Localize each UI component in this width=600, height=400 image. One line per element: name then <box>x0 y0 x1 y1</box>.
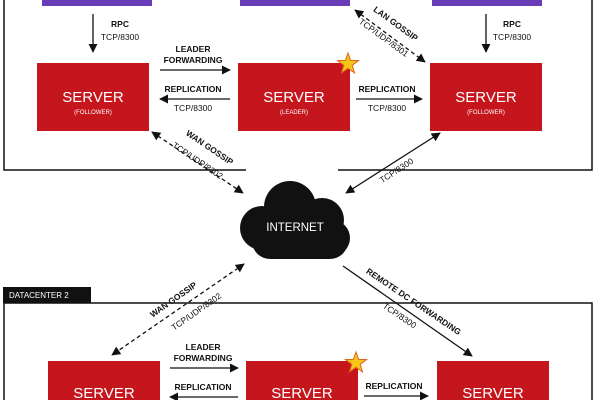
svg-text:(FOLLOWER): (FOLLOWER) <box>74 110 112 116</box>
leader-forwarding-label-top: LEADER <box>176 44 211 54</box>
datacenter-2-title: DATACENTER 2 <box>9 291 69 300</box>
replication-port-left: TCP/8300 <box>174 103 213 113</box>
client-box-center <box>240 0 350 6</box>
dc1-server-follower-right: SERVER (FOLLOWER) <box>430 63 542 131</box>
replication-label-left: REPLICATION <box>165 84 222 94</box>
leader-star-icon <box>336 51 360 75</box>
wan-gossip-arrow-dc2 <box>111 263 245 356</box>
wan-gossip-arrow-dc1 <box>151 131 244 194</box>
internet-cloud: INTERNET <box>240 181 350 259</box>
leader-forwarding-label-bottom: FORWARDING <box>164 55 223 65</box>
svg-text:SERVER: SERVER <box>271 385 333 400</box>
leader-star-icon-dc2 <box>344 350 368 374</box>
dc1-server-leader: SERVER (LEADER) <box>238 63 350 131</box>
dc2-leader-forwarding-label-top: LEADER <box>186 342 221 352</box>
client-box-left <box>42 0 152 6</box>
internet-link-dc1 <box>345 132 441 194</box>
dc2-leader-forwarding-label-bottom: FORWARDING <box>174 353 233 363</box>
dc2-replication-label-left: REPLICATION <box>175 382 232 392</box>
dc2-server-leader: SERVER <box>246 361 358 400</box>
dc2-replication-label-right: REPLICATION <box>366 381 423 391</box>
svg-text:SERVER: SERVER <box>62 89 124 106</box>
dc2-server-follower-right: SERVER <box>437 361 549 400</box>
rpc-port-right: TCP/8300 <box>493 32 532 42</box>
svg-text:INTERNET: INTERNET <box>266 222 324 234</box>
svg-text:SERVER: SERVER <box>263 89 325 106</box>
rpc-port-left: TCP/8300 <box>101 32 140 42</box>
svg-text:(FOLLOWER): (FOLLOWER) <box>467 110 505 116</box>
dc2-server-follower-left: SERVER <box>48 361 160 400</box>
replication-label-right: REPLICATION <box>359 84 416 94</box>
replication-port-right: TCP/8300 <box>368 103 407 113</box>
rpc-label-right: RPC <box>503 19 521 29</box>
svg-text:SERVER: SERVER <box>455 89 517 106</box>
svg-text:(LEADER): (LEADER) <box>280 110 308 116</box>
datacenter-2-header <box>3 287 91 303</box>
remote-dc-forwarding-arrow <box>342 265 473 357</box>
dc1-server-follower-left: SERVER (FOLLOWER) <box>37 63 149 131</box>
svg-text:SERVER: SERVER <box>73 385 135 400</box>
rpc-label-left: RPC <box>111 19 129 29</box>
svg-text:SERVER: SERVER <box>462 385 524 400</box>
client-box-right <box>432 0 542 6</box>
lan-gossip-arrow <box>354 9 426 63</box>
